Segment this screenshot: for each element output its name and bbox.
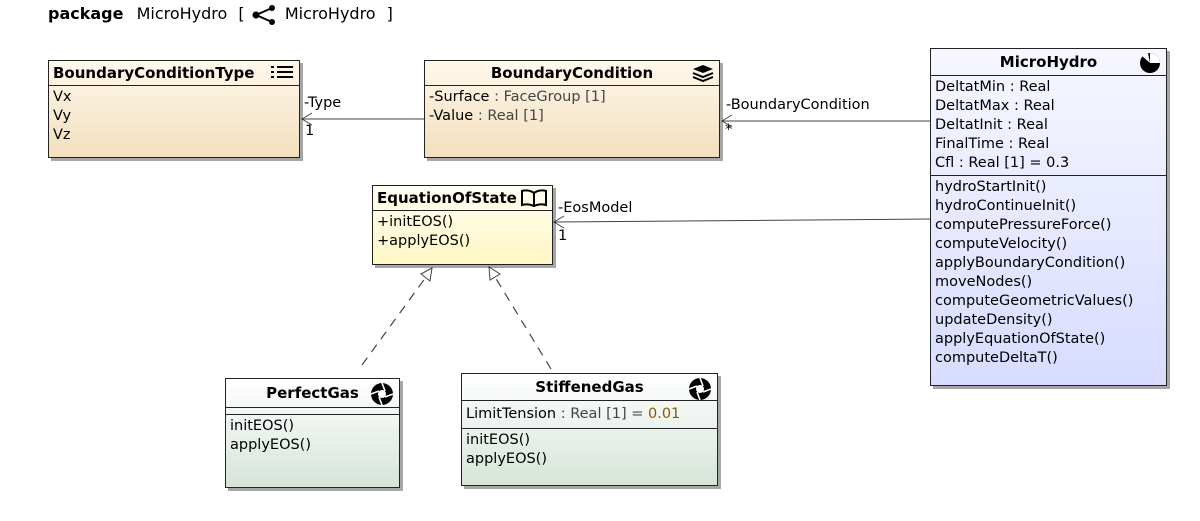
aperture-icon (370, 382, 394, 415)
attribute: Cfl : Real [1] = 0.3 (935, 155, 1070, 171)
stiffened-gas-class[interactable]: StiffenedGas LimitTension : Real [1] = 0… (461, 373, 718, 486)
boundary-condition-class[interactable]: BoundaryCondition -Surface : FaceGroup [… (424, 60, 720, 158)
aperture-icon (688, 377, 712, 409)
eos-model-multiplicity-label: 1 (558, 228, 568, 244)
operations-section: initEOS() applyEOS() (226, 415, 399, 457)
enum-literal: Vz (53, 127, 71, 143)
class-name: BoundaryCondition (490, 64, 654, 82)
operation: hydroContinueInit() (935, 198, 1077, 214)
perfect-gas-realization-line (361, 276, 427, 366)
open-bracket: [ (238, 4, 245, 23)
micro-hydro-class[interactable]: MicroHydro DeltatMin : Real DeltatMax : … (930, 48, 1167, 386)
eos-model-role-label: -EosModel (558, 200, 633, 216)
operation: computeVelocity() (935, 236, 1068, 252)
stiffened-gas-realization-arrowhead (488, 266, 501, 281)
boundary-condition-type-class[interactable]: BoundaryConditionType Vx Vy Vz (48, 60, 300, 158)
attribute-name: LimitTension (466, 406, 557, 422)
attribute-row: -Surface : FaceGroup [1] (429, 88, 715, 107)
class-name: StiffenedGas (535, 378, 644, 396)
layers-icon (692, 64, 714, 89)
operation: updateDensity() (935, 312, 1053, 328)
attribute-type: : Real [1] (473, 108, 544, 124)
class-title: PerfectGas (226, 379, 399, 408)
attributes-section: DeltatMin : Real DeltatMax : Real Deltat… (931, 76, 1166, 176)
visibility: - (429, 89, 435, 105)
package-keyword: package (48, 4, 124, 23)
type-multiplicity-label: 1 (305, 123, 315, 139)
equation-of-state-interface[interactable]: EquationOfState +initEOS() +applyEOS() (372, 185, 553, 265)
boundary-condition-arrowhead (721, 114, 733, 128)
operation: +applyEOS() (377, 233, 471, 249)
enum-literal: Vy (53, 108, 72, 124)
class-title: StiffenedGas (462, 374, 717, 401)
enum-literal: Vx (53, 89, 72, 105)
attribute-default: 0.01 (648, 406, 681, 422)
visibility: - (429, 108, 434, 124)
package-header: package MicroHydro [ MicroHydro ] (48, 4, 393, 25)
attribute-type: : Real [1] = (556, 406, 648, 422)
type-role-label: -Type (304, 95, 342, 111)
class-title: EquationOfState (373, 186, 552, 211)
attribute-name: Value (433, 108, 474, 124)
operation: initEOS() (466, 432, 531, 448)
operation: hydroStartInit() (935, 179, 1047, 195)
attribute: DeltatMax : Real (935, 98, 1055, 114)
attribute: FinalTime : Real (935, 136, 1050, 152)
class-name: PerfectGas (266, 384, 359, 402)
package-name: MicroHydro (136, 4, 228, 23)
class-name: BoundaryConditionType (53, 64, 255, 82)
operation: computeGeometricValues() (935, 293, 1134, 309)
attribute-row: LimitTension : Real [1] = 0.01 (466, 405, 713, 424)
class-title: MicroHydro (931, 49, 1166, 76)
class-name: MicroHydro (999, 53, 1098, 71)
stiffened-gas-realization-line (494, 276, 552, 370)
operations-section: initEOS() applyEOS() (462, 429, 717, 471)
eos-model-arrowhead (553, 215, 565, 229)
pie-icon (1139, 52, 1161, 82)
enumeration-icon (270, 64, 294, 89)
empty-attributes-section (226, 408, 399, 415)
attributes-section: LimitTension : Real [1] = 0.01 (462, 401, 717, 429)
literals-section: Vx Vy Vz (49, 86, 299, 147)
operation: moveNodes() (935, 274, 1033, 290)
book-icon (521, 189, 547, 214)
operation: initEOS() (230, 418, 295, 434)
attribute-type: : FaceGroup [1] (489, 89, 606, 105)
operation: computeDeltaT() (935, 350, 1058, 366)
attribute-name: Surface (434, 89, 490, 105)
operation: computePressureForce() (935, 217, 1112, 233)
operations-section: hydroStartInit() hydroContinueInit() com… (931, 176, 1166, 370)
type-arrowhead (301, 112, 313, 126)
operation: applyEOS() (466, 451, 547, 467)
attributes-section: -Surface : FaceGroup [1] -Value : Real [… (425, 86, 719, 128)
boundary-condition-role-label: -BoundaryCondition (726, 97, 870, 113)
operation: applyEquationOfState() (935, 331, 1106, 347)
operation: applyEOS() (230, 437, 311, 453)
class-name: EquationOfState (377, 189, 517, 207)
class-title: BoundaryCondition (425, 61, 719, 86)
attribute: DeltatInit : Real (935, 117, 1048, 133)
perfect-gas-realization-arrowhead (420, 267, 433, 282)
diagram-name: MicroHydro (284, 4, 376, 23)
attribute: DeltatMin : Real (935, 79, 1051, 95)
boundary-condition-multiplicity-label: * (725, 122, 733, 138)
operation: applyBoundaryCondition() (935, 255, 1126, 271)
class-title: BoundaryConditionType (49, 61, 299, 86)
perfect-gas-class[interactable]: PerfectGas initEOS() applyEOS() (225, 378, 400, 488)
operations-section: +initEOS() +applyEOS() (373, 211, 552, 253)
operation: +initEOS() (377, 214, 454, 230)
close-bracket: ] (386, 4, 393, 23)
attribute-row: -Value : Real [1] (429, 107, 715, 126)
diagram-icon (252, 4, 275, 25)
eos-model-association-line (553, 218, 931, 223)
